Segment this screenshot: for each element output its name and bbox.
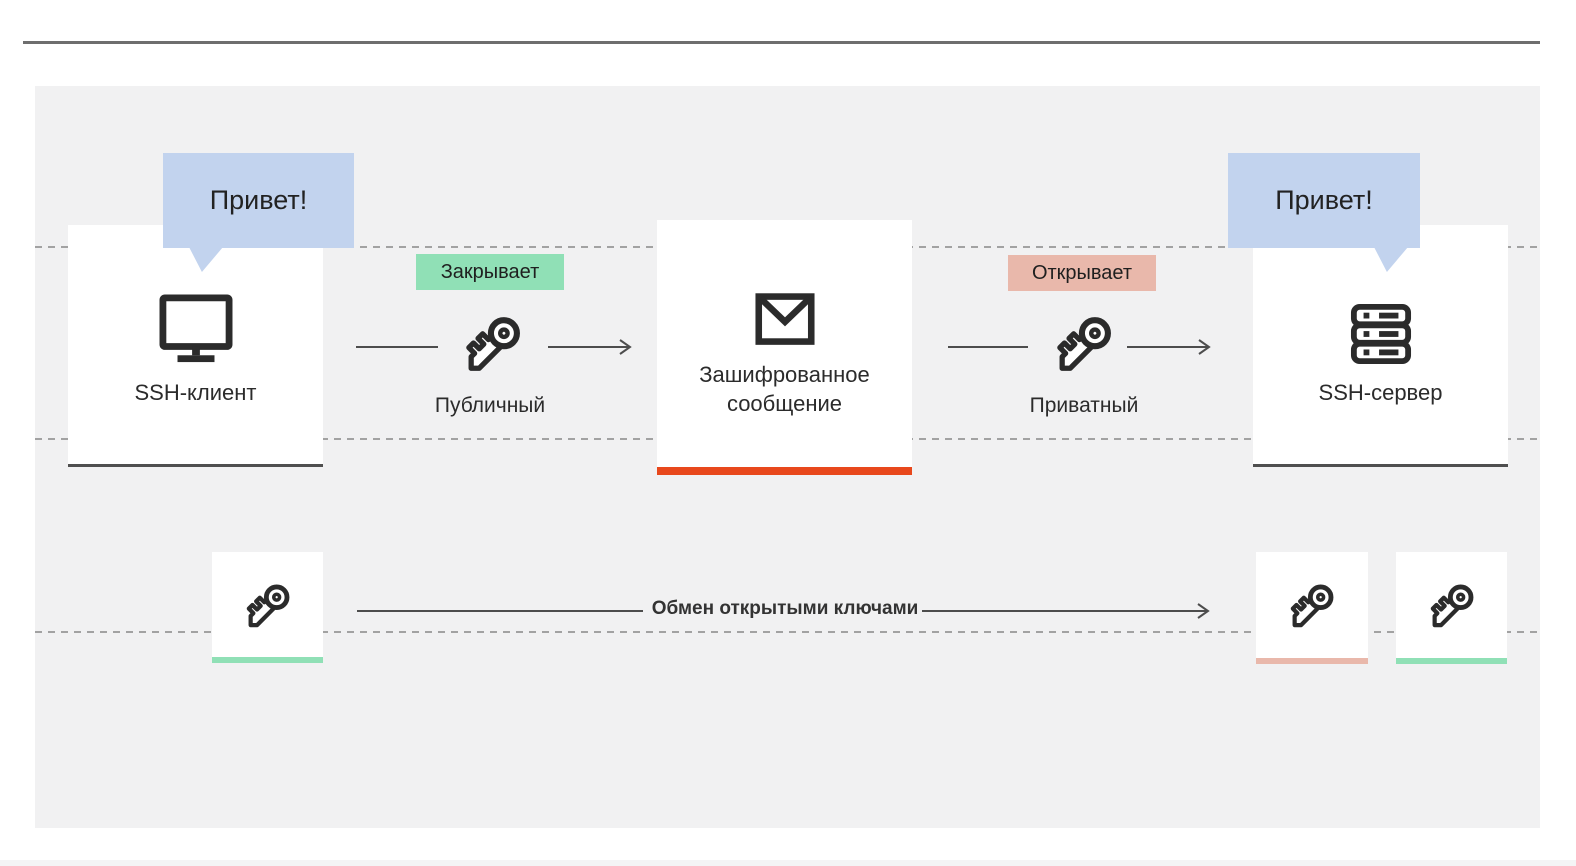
server-icon xyxy=(1349,303,1413,365)
top-divider-rule xyxy=(23,41,1540,44)
ssh-client-label: SSH-клиент xyxy=(134,380,257,405)
server-received-key-card xyxy=(1256,552,1368,664)
ssh-server-card: SSH-сервер xyxy=(1253,225,1508,467)
server-public-key-card xyxy=(1396,552,1507,664)
private-key-to-server-arrow xyxy=(1125,337,1213,357)
encrypted-message-card: Зашифрованное сообщение xyxy=(657,220,912,475)
client-public-key-card xyxy=(212,552,323,663)
key-icon xyxy=(237,574,299,636)
envelope-icon xyxy=(754,292,815,348)
decrypts-badge: Открывает xyxy=(1008,255,1156,291)
key-icon xyxy=(1045,304,1123,382)
public-key-to-message-arrow xyxy=(546,337,634,357)
server-speech-bubble: Привет! xyxy=(1228,153,1420,272)
server-greeting-text: Привет! xyxy=(1275,185,1373,215)
client-to-public-key-line xyxy=(356,346,438,348)
ssh-server-label: SSH-сервер xyxy=(1318,380,1443,405)
key-icon xyxy=(1421,574,1483,636)
exchange-arrow-right xyxy=(920,601,1212,621)
key-icon xyxy=(454,304,532,382)
encrypted-message-label: Зашифрованное сообщение xyxy=(699,362,870,416)
dashed-guideline-bottom xyxy=(35,631,1540,633)
monitor-icon xyxy=(157,293,235,365)
encrypts-badge: Закрывает xyxy=(416,254,564,290)
client-speech-bubble: Привет! xyxy=(163,153,354,272)
client-greeting-text: Привет! xyxy=(209,185,308,215)
key-icon xyxy=(1281,574,1343,636)
bottom-edge-strip xyxy=(0,860,1576,866)
exchange-line-left xyxy=(357,610,643,612)
public-key-label: Публичный xyxy=(434,394,546,417)
message-to-private-key-line xyxy=(948,346,1028,348)
key-exchange-label: Обмен открытыми ключами xyxy=(651,598,919,619)
ssh-client-card: SSH-клиент xyxy=(68,225,323,467)
private-key-label: Приватный xyxy=(1029,394,1139,417)
